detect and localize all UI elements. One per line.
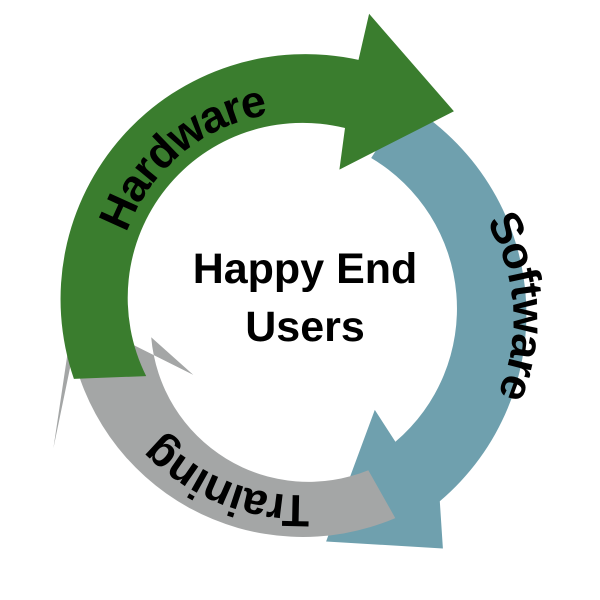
center-title-line-2: Users [245,303,365,351]
center-title-line-1: Happy End [192,245,418,293]
hardware-arrow [60,13,454,379]
software-arrow [326,103,527,549]
center-title: Happy End Users [150,240,460,356]
